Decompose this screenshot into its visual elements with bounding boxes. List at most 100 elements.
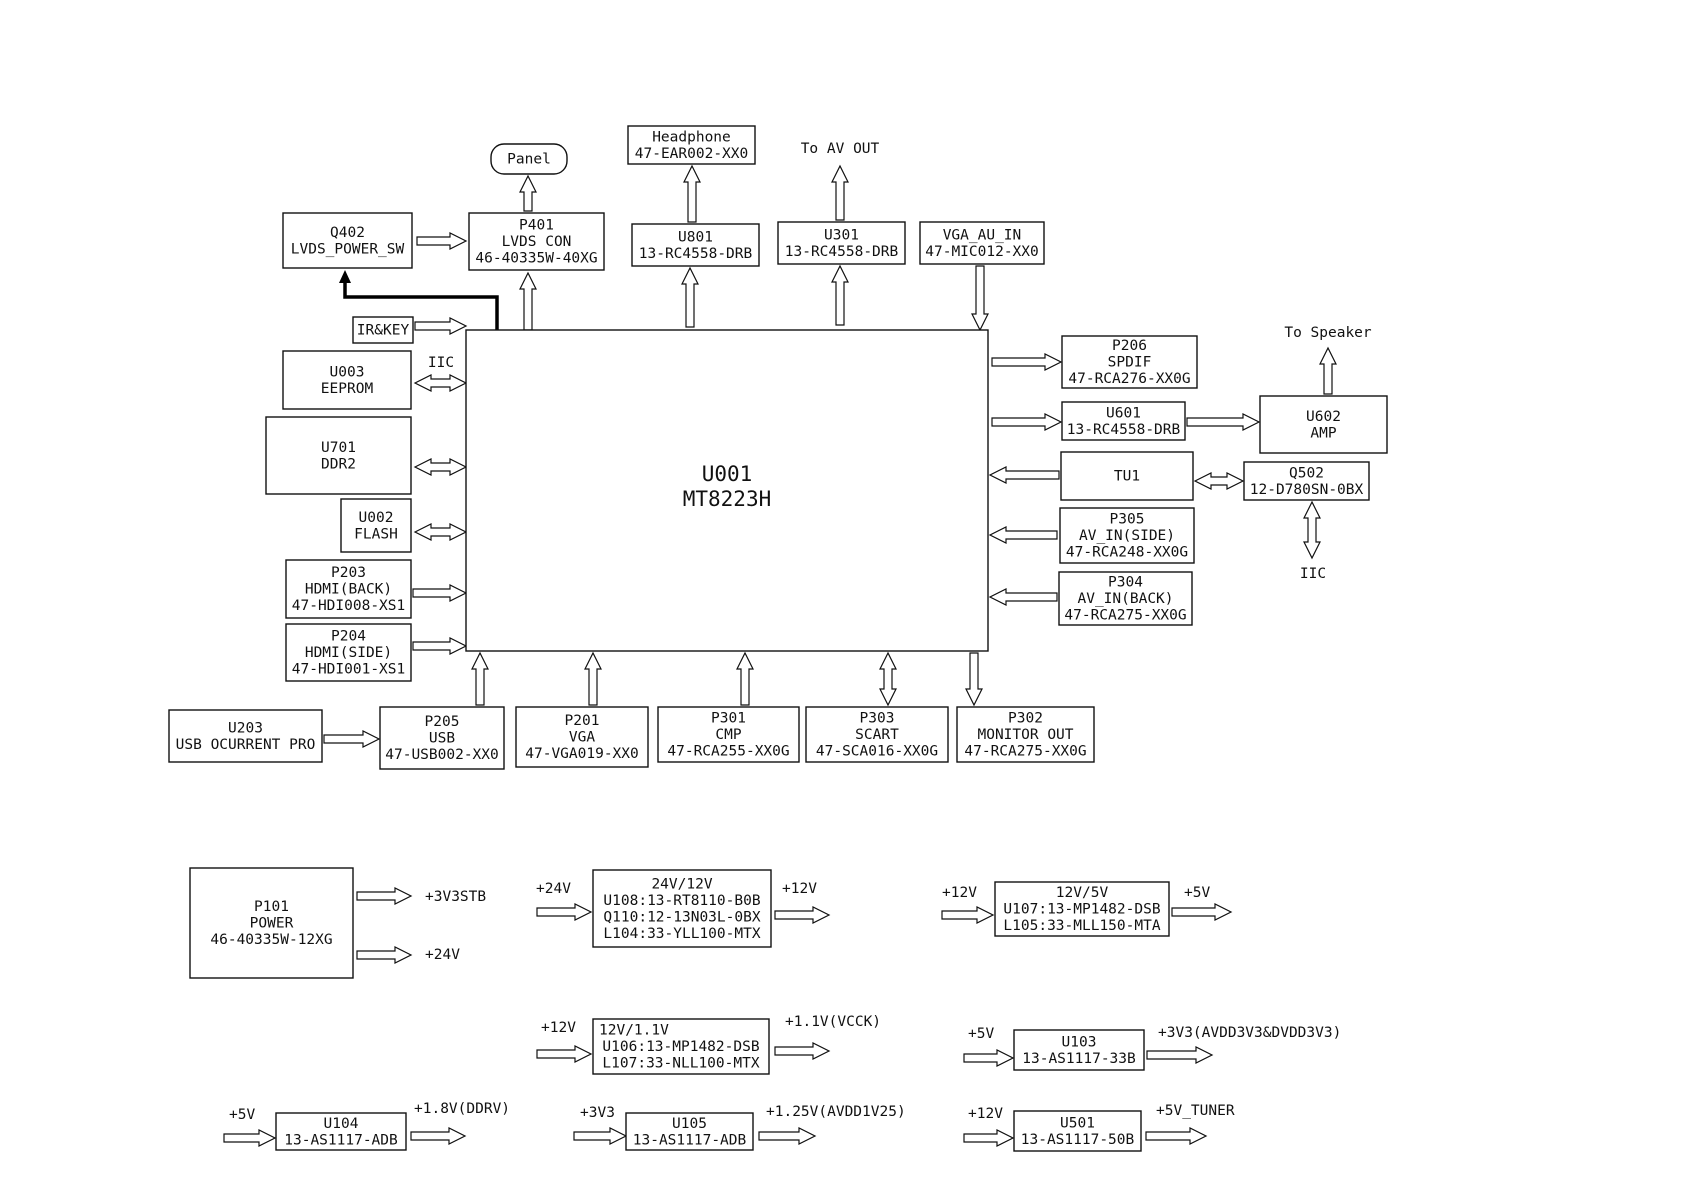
- u701-line-0: U701: [321, 440, 356, 456]
- u601-line-0: U601: [1106, 405, 1141, 421]
- p201-line-2: 47-VGA019-XX0: [525, 746, 639, 762]
- p304-line-2: 47-RCA275-XX0G: [1064, 608, 1186, 624]
- p201-box: [515, 706, 649, 768]
- main-to-p401-arrow: [519, 271, 537, 331]
- u301-line-1: 13-RC4558-DRB: [785, 244, 899, 260]
- p201-line-1: VGA: [569, 730, 595, 746]
- p302-line-1: MONITOR OUT: [977, 727, 1073, 743]
- p205-box: [379, 706, 505, 770]
- q502-line-1: 12-D780SN-0BX: [1250, 482, 1364, 498]
- p401-line-1: LVDS CON: [502, 234, 572, 250]
- reg-12-11-line-2: L107:33-NLL100-MTX: [602, 1056, 759, 1072]
- u601-to-u602-arrow: [1186, 413, 1261, 431]
- u104-line-1: 13-AS1117-ADB: [284, 1132, 398, 1148]
- r1-out-label: +12V: [782, 881, 817, 897]
- u003-line-1: EEPROM: [321, 381, 374, 397]
- u801-line-0: U801: [678, 229, 713, 245]
- p204-line-1: HDMI(SIDE): [305, 645, 392, 661]
- out-5v-a-arrow: [1171, 903, 1233, 921]
- lvds-power-control-line: [339, 270, 499, 330]
- reg-24-12-line-2: Q110:12-13N03L-0BX: [603, 909, 760, 925]
- q402-box: [282, 212, 413, 269]
- u701-line-1: DDR2: [321, 456, 356, 472]
- main-chip-line-1: MT8223H: [683, 487, 772, 511]
- u301-box: [777, 221, 906, 265]
- p401-to-panel-arrow: [519, 174, 537, 212]
- reg-12-5-line-0: 12V/5V: [1056, 885, 1109, 901]
- u602-line-0: U602: [1306, 409, 1341, 425]
- u105-out-label: +1.25V(AVDD1V25): [766, 1104, 906, 1120]
- reg-12-11-line-0: 12V/1.1V: [599, 1023, 669, 1039]
- main-to-p206-arrow: [991, 353, 1063, 371]
- tu1-to-main-arrow: [988, 466, 1060, 484]
- tu1-block: TU1: [1060, 451, 1194, 501]
- p301-line-2: 47-RCA255-XX0G: [667, 744, 789, 760]
- headphone-line-0: Headphone: [652, 129, 731, 145]
- p303-main-arrow: [879, 651, 897, 707]
- u501-box: [1013, 1110, 1142, 1152]
- q402-to-p401-arrow: [416, 232, 468, 250]
- p206-line-2: 47-RCA276-XX0G: [1068, 371, 1190, 387]
- in-12v-b-arrow: [536, 1045, 593, 1063]
- p304-line-0: P304: [1108, 575, 1143, 591]
- flash-main-arrow: [413, 523, 468, 541]
- reg-12-5-box: [994, 881, 1170, 937]
- to-av-out-label: To AV OUT: [801, 141, 880, 157]
- p401-line-2: 46-40335W-40XG: [475, 251, 597, 267]
- u203-line-1: USB OCURRENT PRO: [176, 737, 316, 753]
- main-chip-line-0: U001: [702, 462, 753, 486]
- main-to-p302-arrow: [965, 652, 983, 707]
- p304-to-main-arrow: [988, 588, 1058, 606]
- in-12v-c-arrow: [963, 1129, 1015, 1147]
- p305-line-1: AV_IN(SIDE): [1079, 528, 1175, 544]
- p206-box: [1061, 335, 1198, 389]
- u105-box: [625, 1112, 754, 1151]
- p204-to-main-arrow: [412, 637, 468, 655]
- p204-line-2: 47-HDI001-XS1: [292, 662, 406, 678]
- p305-box: [1059, 507, 1195, 564]
- p401-box: [468, 212, 605, 271]
- r2-out-label: +5V: [1184, 885, 1210, 901]
- headphone-line-1: 47-EAR002-XX0: [635, 146, 749, 162]
- u103-box: [1013, 1029, 1145, 1071]
- iic-left-label: IIC: [428, 355, 454, 371]
- u105-line-1: 13-AS1117-ADB: [633, 1132, 747, 1148]
- p101-out1-label: +3V3STB: [425, 889, 486, 905]
- p305-line-0: P305: [1110, 512, 1145, 528]
- p101-3v3stb-arrow: [356, 887, 413, 905]
- p203-line-0: P203: [331, 565, 366, 581]
- tu1-q502-arrow: [1193, 472, 1245, 490]
- reg-24-12-line-0: 24V/12V: [651, 876, 712, 892]
- u501-line-0: U501: [1060, 1115, 1095, 1131]
- out-5v-tuner-arrow: [1145, 1127, 1208, 1145]
- u501-line-1: 13-AS1117-50B: [1021, 1132, 1135, 1148]
- u602-line-1: AMP: [1310, 425, 1336, 441]
- u701-box: [265, 416, 412, 495]
- q502-iic-arrow: [1303, 500, 1321, 560]
- u104-box: [275, 1112, 407, 1151]
- p101-out2-label: +24V: [425, 947, 460, 963]
- p305-line-2: 47-RCA248-XX0G: [1066, 545, 1188, 561]
- p301-box: [657, 706, 800, 763]
- out-3v3-arrow: [1146, 1046, 1214, 1064]
- reg-12-5-block: 12V/5VU107:13-MP1482-DSBL105:33-MLL150-M…: [994, 881, 1170, 937]
- p201-to-main-arrow: [584, 651, 602, 706]
- irkey-block: IR&KEY: [352, 316, 414, 344]
- reg-12-11-line-1: U106:13-MP1482-DSB: [602, 1039, 759, 1055]
- irkey-line-0: IR&KEY: [357, 323, 410, 339]
- u105-line-0: U105: [672, 1116, 707, 1132]
- u003-line-0: U003: [330, 364, 365, 380]
